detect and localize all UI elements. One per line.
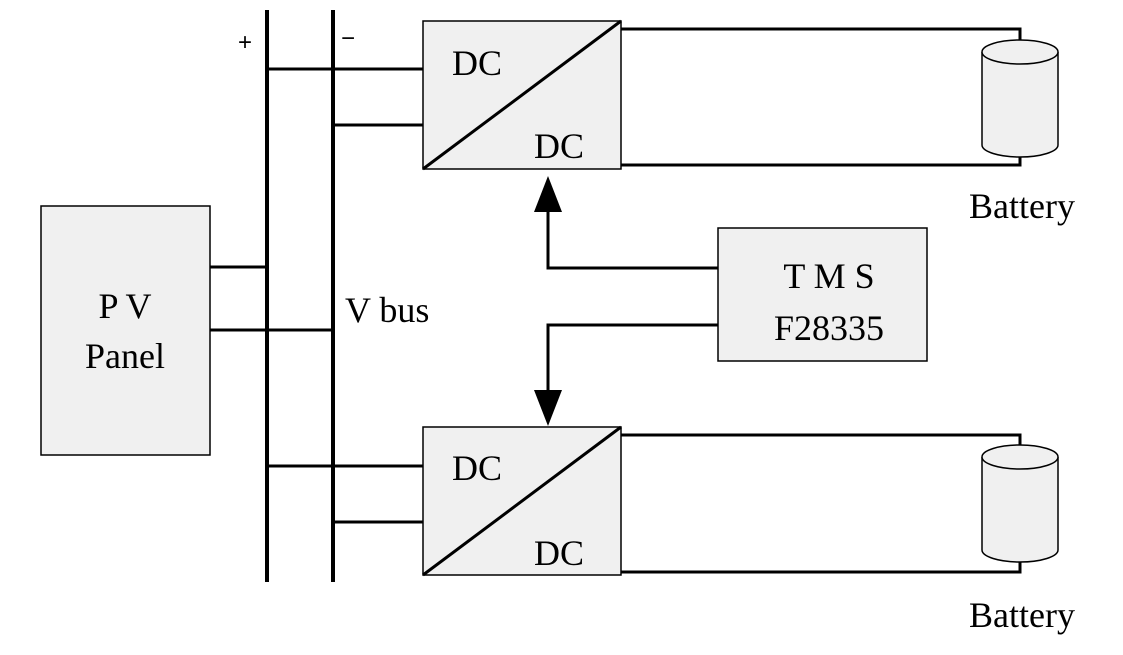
top-converter-output-label: DC — [534, 126, 584, 166]
vbus-label: V bus — [345, 290, 429, 330]
top-converter-diagonal — [422, 19, 622, 171]
bottom-converter-output-label: DC — [534, 533, 584, 573]
top-control-signal-wire — [546, 212, 718, 270]
bottom-converter-diagonal — [422, 425, 622, 577]
top-battery-label: Battery — [969, 186, 1075, 226]
bottom-battery-label: Battery — [969, 595, 1075, 635]
bottom-control-arrowhead — [534, 390, 562, 426]
top-battery-negative-wire — [621, 152, 1022, 167]
bottom-battery-positive-wire — [621, 433, 1022, 448]
controller-label-line2: F28335 — [774, 308, 884, 348]
bottom-battery-icon — [981, 444, 1059, 563]
positive-bus-sign: + — [238, 29, 252, 56]
bottom-converter-input-label: DC — [452, 448, 502, 488]
controller-label-line1: T M S — [783, 256, 874, 296]
top-battery-positive-wire — [621, 27, 1022, 42]
bottom-battery-negative-wire — [621, 559, 1022, 574]
top-battery-icon — [981, 39, 1059, 158]
bottom-control-signal-wire — [546, 323, 718, 390]
top-control-arrowhead — [534, 176, 562, 212]
pv-panel-label-line2: Panel — [85, 336, 165, 376]
top-converter-input-label: DC — [452, 43, 502, 83]
negative-bus-sign: − — [341, 25, 355, 52]
pv-panel-block — [40, 205, 211, 456]
tms-f28335-controller-block — [717, 227, 928, 362]
pv-panel-label-line1: P V — [98, 286, 151, 326]
